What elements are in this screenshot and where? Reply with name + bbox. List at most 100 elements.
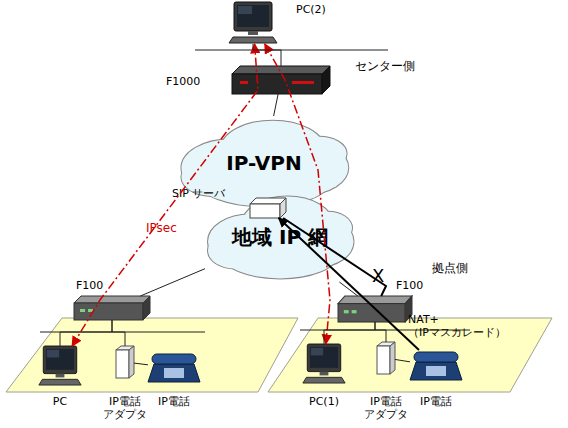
node-label: IP電話 アダプタ [359, 396, 413, 421]
router-node: F100 [338, 296, 412, 322]
sip-signal-arrow [283, 218, 386, 296]
phone-part [426, 366, 446, 376]
node-label: IP電話 アダプタ [98, 396, 152, 421]
router-part [74, 296, 150, 303]
pc-part [46, 349, 74, 370]
node-label: 地域 IP 網 [205, 226, 355, 249]
server-part [250, 204, 280, 218]
phone-node: IP電話 [410, 350, 462, 382]
router-dark-part [292, 81, 314, 84]
phone-part [148, 364, 200, 382]
pc-part [43, 346, 76, 374]
server-icon [250, 198, 286, 218]
pc-part [47, 350, 59, 358]
node-label: SIP サーバ [172, 188, 225, 201]
blocked-mark: X [372, 266, 384, 287]
pc-part [307, 344, 340, 372]
lan-bus [195, 50, 388, 51]
node-label: F100 [396, 280, 423, 293]
pc-node: PC [38, 346, 82, 386]
adapter-icon [377, 342, 395, 374]
phone-part [414, 352, 458, 362]
router-icon [338, 296, 412, 322]
pc-part [310, 347, 338, 368]
pc-part [39, 379, 81, 385]
node-label: PC(1) [302, 396, 346, 409]
ipsec-tunnel-arrow [72, 44, 258, 346]
node-label: IP電話 [148, 396, 200, 409]
router-node: F100 [74, 296, 150, 320]
pc-part [238, 6, 252, 14]
adapter-part [116, 350, 129, 378]
phone-part [152, 354, 196, 364]
network-wire [134, 363, 148, 365]
phone-node: IP電話 [148, 352, 200, 384]
ipsec-tunnel-arrow [265, 44, 330, 344]
node-label: IP電話 [410, 396, 462, 409]
node-label: PC [38, 396, 82, 409]
router-part [88, 309, 93, 312]
pc-part [237, 5, 269, 27]
router-part [74, 303, 143, 320]
edge-label: IPsec [146, 222, 177, 236]
annotation-label: NAT+ （IPマスカレード） [408, 314, 520, 339]
router-part [405, 296, 412, 322]
network-wire [324, 322, 375, 344]
router-part [338, 296, 412, 304]
phone-part [410, 362, 462, 380]
network-wire [253, 44, 281, 66]
lan-area [6, 318, 298, 392]
adapter-node: IP電話 アダプタ [116, 346, 134, 378]
lan-bus [40, 332, 205, 333]
network-wire [60, 320, 112, 346]
pc-part [229, 37, 277, 43]
adapter-icon [116, 346, 134, 378]
router-dark-part [232, 74, 322, 94]
lan-area [268, 318, 552, 392]
annotation-label: 拠点側 [432, 262, 468, 276]
pc-node: PC(1) [302, 344, 346, 384]
pc-part [303, 377, 345, 383]
pc-part [56, 374, 65, 378]
router-icon [74, 296, 150, 320]
pc-part [320, 372, 329, 376]
router-dark-part [232, 66, 330, 74]
router-part [344, 310, 349, 313]
adapter-part [129, 346, 134, 378]
phone-part [164, 368, 184, 378]
router-part [352, 310, 357, 313]
adapter-node: IP電話 アダプタ [377, 342, 395, 374]
phone-icon [410, 350, 462, 382]
pc-part [248, 31, 258, 35]
router-dark-node: F1000 [232, 66, 330, 94]
server-node: SIP サーバ [250, 198, 286, 218]
router-dark-part [240, 81, 248, 84]
pc-part [311, 348, 323, 356]
router-part [338, 304, 405, 322]
router-part [80, 309, 85, 312]
network-wire [112, 320, 125, 346]
pc-part [234, 2, 272, 31]
node-label: PC(2) [296, 4, 326, 17]
router-dark-part [322, 66, 330, 94]
network-wire [395, 359, 410, 361]
phone-icon [148, 352, 200, 384]
pc-icon [302, 344, 346, 384]
annotation-label: センター側 [355, 60, 415, 74]
network-wire [339, 282, 357, 296]
network-wire [274, 94, 279, 116]
network-wire [375, 322, 386, 342]
network-wire [140, 269, 205, 296]
node-label: F100 [76, 280, 103, 293]
adapter-part [390, 342, 395, 374]
router-part [143, 296, 150, 320]
lan-bus [300, 330, 470, 331]
adapter-part [377, 346, 390, 374]
pc-icon [38, 346, 82, 386]
node-label: IP-VPN [178, 152, 350, 175]
pc-icon [228, 2, 278, 44]
router-dark-icon [232, 66, 330, 94]
pc-node: PC(2) [228, 2, 278, 44]
